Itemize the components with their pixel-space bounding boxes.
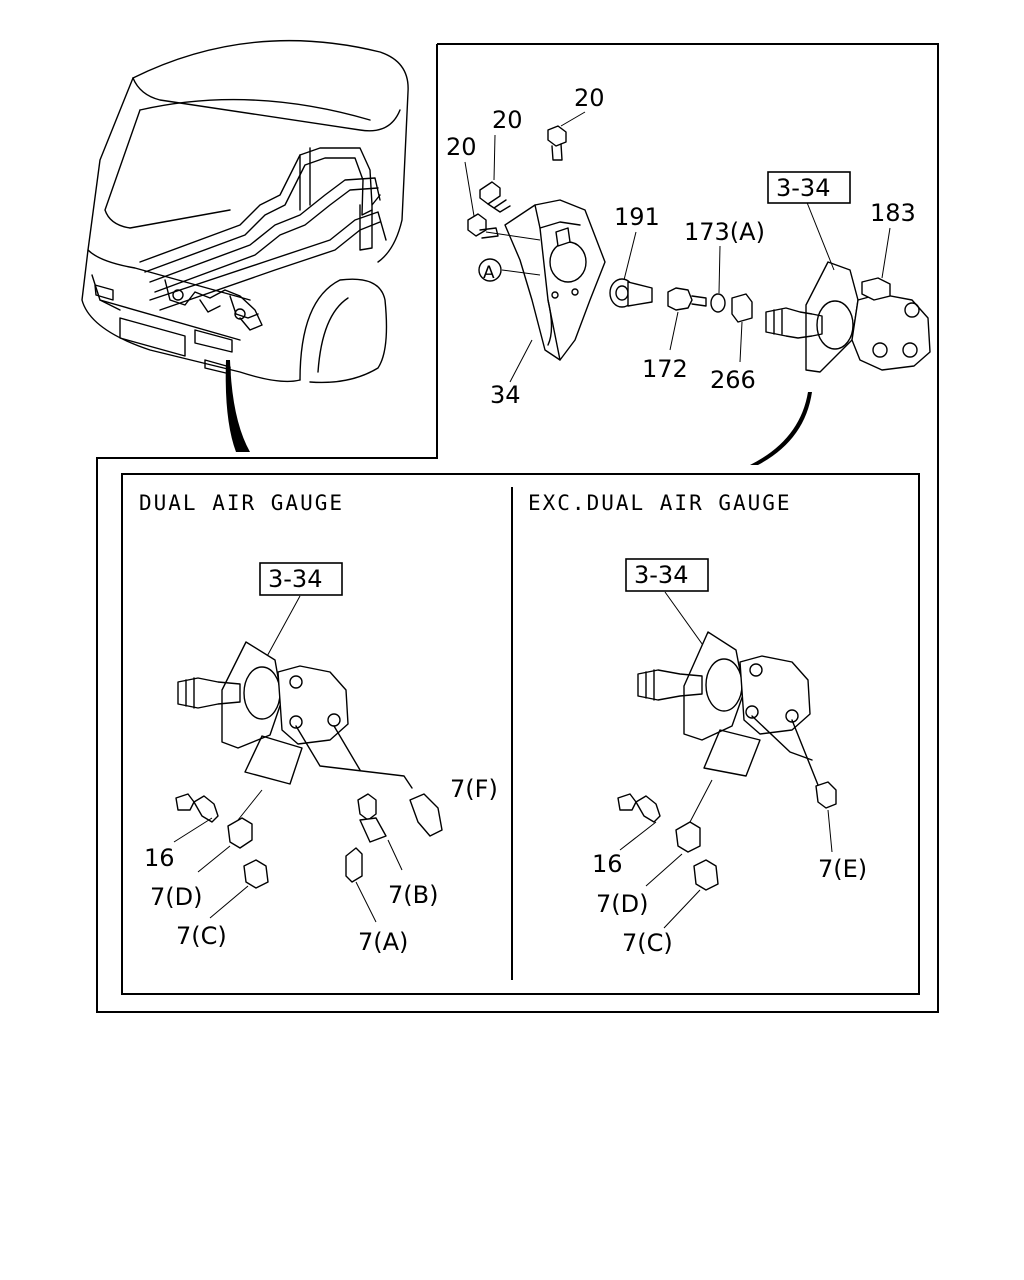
dual-label-7a: 7(A) (358, 928, 408, 956)
relay-valve-top (750, 199, 931, 465)
dual-label-16: 16 (144, 844, 175, 872)
label-191: 191 (614, 203, 660, 231)
label-172: 172 (642, 355, 688, 383)
top-part-labels: 20 20 20 191 173(A) 183 172 266 34 A 3-3… (446, 84, 916, 409)
truck-cab-illustration (81, 39, 409, 452)
marker-a-label: A (483, 263, 495, 283)
lower-inner-frame (121, 473, 920, 995)
exc-label-7e: 7(E) (818, 855, 867, 883)
bracket-assembly (464, 111, 606, 383)
exc-dual-air-gauge-panel: EXC.DUAL AIR GAUGE 3-34 16 7(D) 7(C) 7(E… (528, 491, 867, 957)
label-266: 266 (710, 366, 756, 394)
upper-detail-frame (96, 43, 939, 1013)
label-34: 34 (490, 381, 521, 409)
exc-ref-box-label: 3-34 (634, 561, 688, 589)
ref-box-top-label: 3-34 (776, 174, 830, 202)
dual-label-7c: 7(C) (176, 922, 227, 950)
label-183: 183 (870, 199, 916, 227)
dual-label-7f: 7(F) (450, 775, 498, 803)
dual-label-7d: 7(D) (150, 883, 202, 911)
connector-train (609, 231, 753, 363)
label-173a: 173(A) (684, 218, 765, 246)
exc-label-7d: 7(D) (596, 890, 648, 918)
label-20-b: 20 (492, 106, 523, 134)
dual-panel-title: DUAL AIR GAUGE (139, 491, 344, 515)
dual-ref-box (259, 562, 343, 596)
dual-ref-box-label: 3-34 (268, 565, 322, 593)
marker-a-circle (478, 258, 502, 282)
exc-ref-box (625, 558, 709, 592)
label-20-c: 20 (446, 133, 477, 161)
ref-box-top (767, 171, 851, 204)
exc-label-16: 16 (592, 850, 623, 878)
dual-air-gauge-panel: DUAL AIR GAUGE 3-34 7(F) 16 7(D) (139, 491, 498, 956)
label-20-a: 20 (574, 84, 605, 112)
dual-label-7b: 7(B) (388, 881, 438, 909)
exc-panel-title: EXC.DUAL AIR GAUGE (528, 491, 792, 515)
exc-label-7c: 7(C) (622, 929, 673, 957)
